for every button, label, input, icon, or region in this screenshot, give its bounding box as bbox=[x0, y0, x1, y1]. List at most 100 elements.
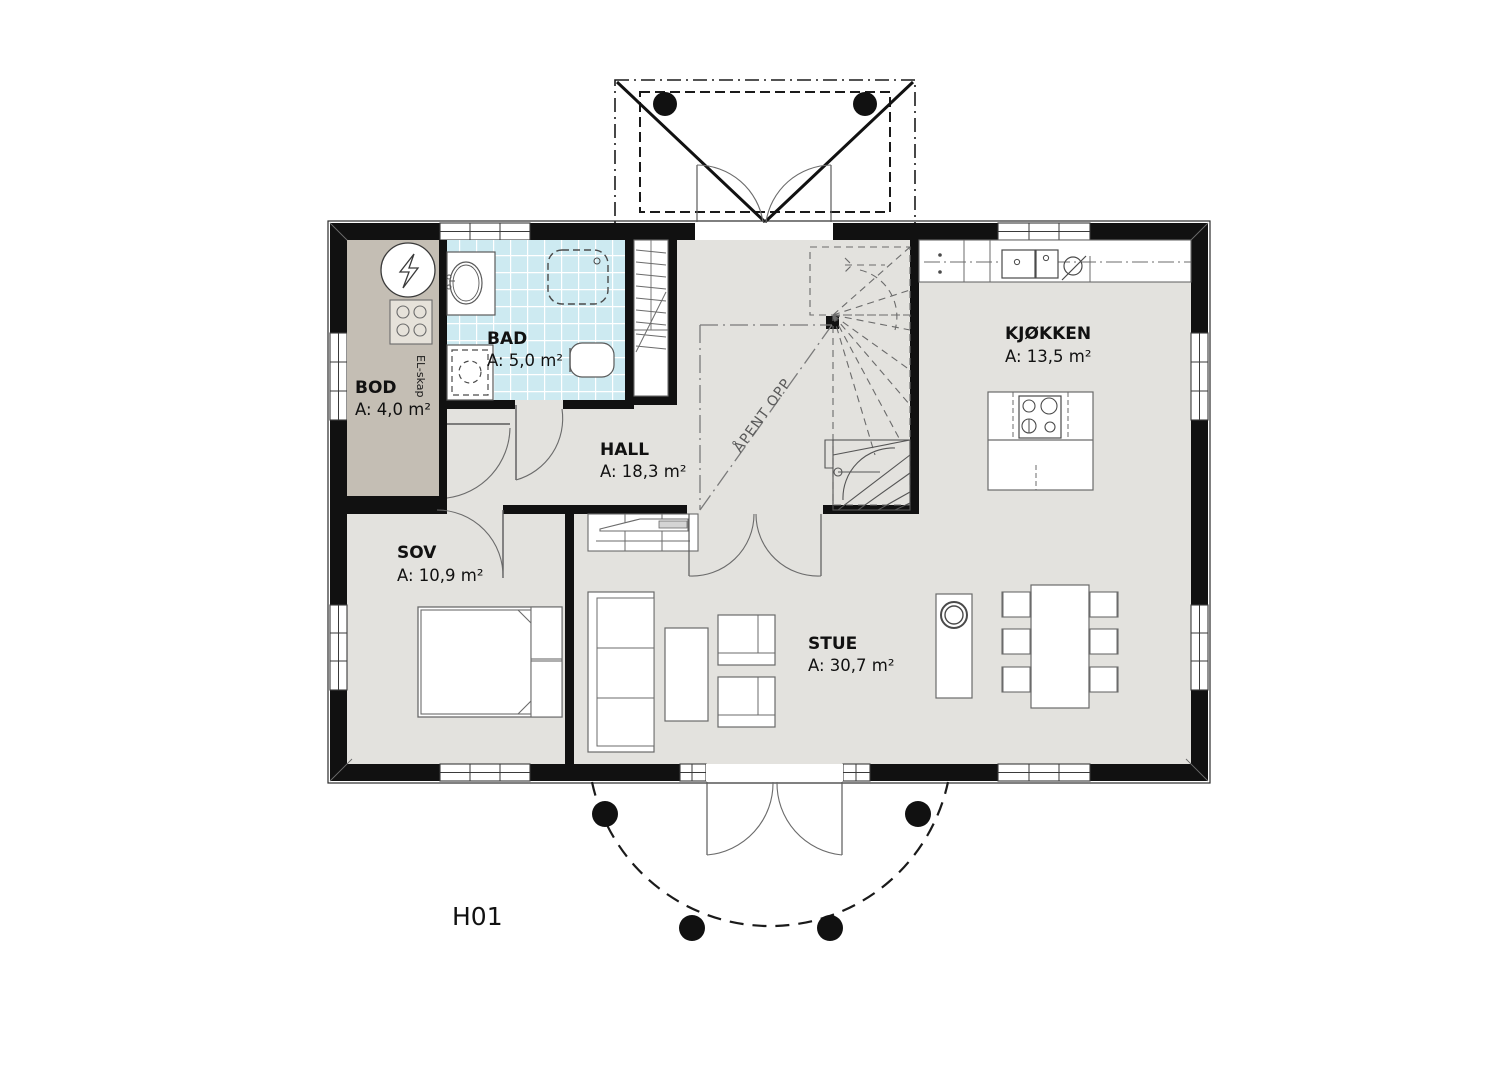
room-label-sov-name: SOV bbox=[397, 543, 437, 563]
wall-top-3 bbox=[833, 223, 998, 240]
pillow-1 bbox=[530, 606, 563, 660]
wall-left-3 bbox=[330, 690, 347, 781]
plan-id-label: H01 bbox=[452, 902, 503, 931]
wall-bod-right-lower bbox=[439, 430, 447, 505]
wall-bod-right bbox=[439, 240, 447, 430]
wall-bottom-3 bbox=[870, 764, 998, 781]
dining-chair-l2 bbox=[1001, 628, 1032, 655]
wall-right-3 bbox=[1191, 690, 1208, 781]
window-bottom-sov bbox=[439, 763, 531, 782]
bed-mattress bbox=[420, 609, 532, 715]
washbasin-icon bbox=[449, 261, 483, 305]
window-bottom-stue-left bbox=[679, 763, 707, 782]
staircase bbox=[809, 246, 911, 511]
room-labels: BOD A: 4,0 m² BAD A: 5,0 m² HALL A: 18,3… bbox=[355, 324, 1091, 675]
room-label-stue-area: A: 30,7 m² bbox=[808, 656, 894, 675]
canopy-hip-lines bbox=[615, 80, 915, 224]
window-right-stue bbox=[1190, 604, 1209, 691]
entrance-canopy bbox=[614, 79, 916, 226]
dining-chair-r1 bbox=[1088, 591, 1119, 618]
building-outline-outer bbox=[327, 220, 1211, 784]
canopy-column-right bbox=[853, 92, 877, 116]
room-label-bad-area: A: 5,0 m² bbox=[487, 351, 563, 370]
double-bed bbox=[417, 606, 563, 718]
door-bad[interactable] bbox=[515, 405, 564, 481]
dining-table bbox=[1030, 584, 1090, 709]
room-label-bad-name: BAD bbox=[487, 329, 527, 349]
terrace-column-4 bbox=[817, 915, 843, 941]
corner-ticks bbox=[329, 222, 1209, 782]
door-entrance[interactable] bbox=[696, 164, 832, 223]
wall-sov-top-left bbox=[347, 505, 447, 514]
wall-top-4 bbox=[1090, 223, 1208, 240]
exterior-walls bbox=[329, 222, 1209, 782]
wall-sov-stue bbox=[565, 505, 574, 766]
cooktop-icon bbox=[1018, 395, 1062, 439]
room-label-bod-area: A: 4,0 m² bbox=[355, 400, 431, 419]
canopy-outline bbox=[614, 79, 916, 226]
door-sov[interactable] bbox=[436, 509, 504, 579]
wall-right-1 bbox=[1191, 223, 1208, 333]
washing-machine-base bbox=[446, 344, 494, 401]
wall-bod-bottom bbox=[347, 496, 447, 505]
window-right-kjokken bbox=[1190, 332, 1209, 421]
terrace-door-opening bbox=[706, 764, 843, 781]
kitchen-counter bbox=[918, 239, 1192, 283]
wall-bad-bottom-right bbox=[563, 400, 634, 409]
lightning-bolt-icon bbox=[398, 253, 420, 289]
toilet-icon bbox=[569, 342, 615, 378]
wardrobe-icon bbox=[633, 239, 669, 397]
sofa bbox=[587, 591, 655, 753]
kitchen-tap-icon bbox=[1063, 256, 1083, 276]
window-top-kjokken bbox=[997, 222, 1091, 241]
armchair-2 bbox=[717, 676, 776, 728]
room-label-kjokken-area: A: 13,5 m² bbox=[1005, 347, 1091, 366]
terrace-outline bbox=[590, 781, 950, 928]
terrace-column-2 bbox=[905, 801, 931, 827]
room-label-sov-area: A: 10,9 m² bbox=[397, 566, 483, 585]
electrical-panel-icon bbox=[389, 299, 433, 345]
room-label-hall-name: HALL bbox=[600, 440, 649, 460]
armchair-1 bbox=[717, 614, 776, 666]
door-terrace[interactable] bbox=[706, 781, 843, 856]
canopy-roof-edge bbox=[639, 91, 891, 213]
wall-bottom-4 bbox=[1090, 764, 1208, 781]
entrance-door-opening bbox=[695, 223, 833, 240]
dining-chair-r3 bbox=[1088, 666, 1119, 693]
tv-unit bbox=[587, 513, 699, 552]
wall-top-1 bbox=[330, 223, 440, 240]
wall-bottom-1 bbox=[330, 764, 440, 781]
door-bad-arc bbox=[515, 408, 564, 481]
wall-top-2 bbox=[530, 223, 695, 240]
wood-stove bbox=[935, 593, 973, 699]
door-stue-hall[interactable] bbox=[688, 513, 822, 577]
bod-fixtures bbox=[380, 242, 436, 345]
window-left-sov bbox=[329, 604, 348, 691]
dining-chair-r2 bbox=[1088, 628, 1119, 655]
kitchen-sink-basin-2 bbox=[1035, 249, 1059, 279]
door-bod-arc bbox=[446, 427, 511, 499]
bad-fixtures bbox=[446, 249, 615, 401]
dining-chair-l1 bbox=[1001, 591, 1032, 618]
dining-chair-l3 bbox=[1001, 666, 1032, 693]
wall-stair-right bbox=[910, 240, 919, 514]
void-open-to-above bbox=[699, 324, 833, 511]
wall-right-2 bbox=[1191, 420, 1208, 605]
kitchen-island bbox=[987, 391, 1094, 491]
coffee-table bbox=[664, 627, 709, 722]
room-label-bod-name: BOD bbox=[355, 378, 397, 398]
wall-hall-bottom-left bbox=[574, 505, 687, 514]
door-sov-arc bbox=[436, 509, 504, 579]
window-left-bod bbox=[329, 332, 348, 421]
wall-bad-bottom-left bbox=[447, 400, 515, 409]
dining-set bbox=[1001, 584, 1119, 709]
wall-bottom-2 bbox=[530, 764, 680, 781]
room-label-hall-area: A: 18,3 m² bbox=[600, 462, 686, 481]
wall-closet-right bbox=[668, 240, 677, 404]
wall-sov-top-right bbox=[503, 505, 565, 514]
canopy-column-left bbox=[653, 92, 677, 116]
window-top-bad bbox=[439, 222, 531, 241]
door-bod[interactable] bbox=[446, 423, 511, 499]
window-bottom-stue-far bbox=[997, 763, 1091, 782]
